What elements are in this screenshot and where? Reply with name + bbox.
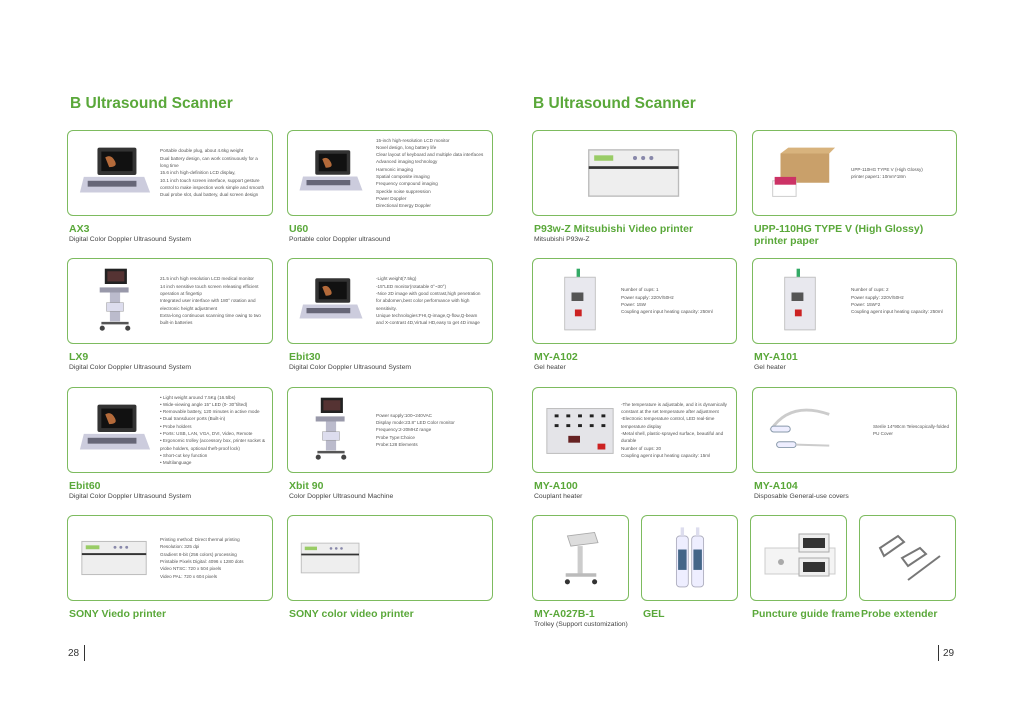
product-specs-text: Portable double plug, about 4.6kg weight… (160, 148, 265, 198)
product-specs: Number of cups: 1 Power supply: 220V/50H… (621, 259, 730, 343)
product-card: • Light weight around 7.5Kg (16.5lbs) • … (67, 387, 273, 473)
product-card: Number of cups: 2 Power supply: 220V/50H… (752, 258, 957, 344)
product-card (532, 130, 737, 216)
product-specs: 15-inch high-resolution LCD monitor Nove… (376, 131, 486, 215)
product-name: Probe extender (861, 608, 938, 620)
product-specs-text: 21.5 inch high resolution LCD medical mo… (160, 276, 261, 326)
product-specs-text: 15-inch high-resolution LCD monitor Nove… (376, 137, 484, 209)
product-specs-text: Printing method: Direct thermal printing… (160, 537, 244, 579)
product-card (750, 515, 847, 601)
product-card: Power supply:100~240VAC Display mode:23.… (287, 387, 493, 473)
product-specs: Power supply:100~240VAC Display mode:23.… (376, 388, 486, 472)
product-card: Printing method: Direct thermal printing… (67, 515, 273, 601)
product-card: Portable double plug, about 4.6kg weight… (67, 130, 273, 216)
probe-extender-icon (868, 524, 948, 592)
right-page-title: B Ultrasound Scanner (533, 95, 696, 112)
product-name: Xbit 90 (289, 480, 324, 492)
product-specs-text: -The temperature is adjustable, and it i… (621, 401, 727, 458)
page-number-left: 28 (68, 648, 80, 659)
product-specs-text: Power supply:100~240VAC Display mode:23.… (376, 412, 455, 447)
product-name: GEL (643, 608, 665, 620)
product-specs: Portable double plug, about 4.6kg weight… (160, 131, 266, 215)
product-specs-text: UPP-110HG TYPE V (High Glossy) printer p… (851, 166, 923, 179)
cart-ultrasound-icon (296, 396, 366, 464)
product-name: SONY color video printer (289, 608, 414, 620)
product-name: SONY Viedo printer (69, 608, 167, 620)
puncture-frame-icon (759, 524, 839, 592)
product-card: UPP-110HG TYPE V (High Glossy) printer p… (752, 130, 957, 216)
product-specs-text: Number of cups: 2 Power supply: 220V/50H… (851, 287, 943, 315)
product-name: Puncture guide frame (752, 608, 860, 620)
product-name: UPP-110HG TYPE V (High Glossy) printer p… (754, 223, 924, 247)
product-name: MY-A100 (534, 480, 578, 492)
gel-bottles-icon (650, 524, 730, 592)
product-specs: -The temperature is adjustable, and it i… (621, 388, 730, 472)
product-card: Sterile 14*90cm Telescopically-folded PU… (752, 387, 957, 473)
product-card: Number of cups: 1 Power supply: 220V/50H… (532, 258, 737, 344)
product-subtitle: Color Doppler Ultrasound Machine (289, 493, 394, 500)
laptop-ultrasound-icon (76, 139, 154, 207)
left-page-title: B Ultrasound Scanner (70, 95, 233, 112)
product-subtitle: Disposable General-use covers (754, 493, 849, 500)
cart-ultrasound-icon (76, 267, 154, 335)
product-specs: UPP-110HG TYPE V (High Glossy) printer p… (851, 131, 950, 215)
product-specs-text: -Light weight(7.5kg) -15"LED monitor(rot… (376, 276, 481, 326)
product-card: -The temperature is adjustable, and it i… (532, 387, 737, 473)
gel-heater-icon (761, 267, 839, 335)
product-name: U60 (289, 223, 309, 235)
product-specs: 21.5 inch high resolution LCD medical mo… (160, 259, 266, 343)
product-card: -Light weight(7.5kg) -15"LED monitor(rot… (287, 258, 493, 344)
page-number-right: 29 (943, 648, 955, 659)
product-specs: Sterile 14*90cm Telescopically-folded PU… (873, 388, 950, 472)
laptop-ultrasound-icon (76, 396, 154, 464)
product-specs: • Light weight around 7.5Kg (16.5lbs) • … (160, 388, 266, 472)
product-card (641, 515, 738, 601)
page-divider-right (938, 645, 939, 661)
product-specs-text: Number of cups: 1 Power supply: 220V/50H… (621, 287, 713, 315)
printer-icon (76, 524, 154, 592)
product-name: MY-A102 (534, 351, 578, 363)
product-specs: Number of cups: 2 Power supply: 220V/50H… (851, 259, 950, 343)
product-subtitle: Digital Color Doppler Ultrasound System (69, 493, 192, 500)
product-subtitle: Mitsubishi P93w-Z (534, 236, 590, 243)
product-subtitle: Trolley (Support customization) (534, 621, 628, 628)
product-subtitle: Couplant heater (534, 493, 583, 500)
product-subtitle: Portable color Doppler ultrasound (289, 236, 391, 243)
product-card: 15-inch high-resolution LCD monitor Nove… (287, 130, 493, 216)
product-specs: -Light weight(7.5kg) -15"LED monitor(rot… (376, 259, 486, 343)
gel-heater-icon (541, 267, 619, 335)
product-name: P93w-Z Mitsubishi Video printer (534, 223, 694, 235)
product-name: Ebit30 (289, 351, 321, 363)
product-name: MY-A101 (754, 351, 798, 363)
product-subtitle: Digital Color Doppler Ultrasound System (69, 364, 192, 371)
product-specs: Printing method: Direct thermal printing… (160, 516, 266, 600)
product-name: MY-A027B-1 (534, 608, 595, 620)
printer-icon (541, 139, 729, 207)
trolley-icon (541, 524, 621, 592)
product-card (859, 515, 956, 601)
page-divider-left (84, 645, 85, 661)
product-card (532, 515, 629, 601)
laptop-ultrasound-icon (296, 267, 366, 335)
product-subtitle: Gel heater (754, 364, 786, 371)
printer-icon (296, 524, 366, 592)
product-specs-text: Sterile 14*90cm Telescopically-folded PU… (873, 423, 950, 436)
paper-box-icon (761, 139, 839, 207)
product-name: LX9 (69, 351, 89, 363)
product-subtitle: Digital Color Doppler Ultrasound System (289, 364, 412, 371)
product-card: 21.5 inch high resolution LCD medical mo… (67, 258, 273, 344)
product-specs-text: • Light weight around 7.5Kg (16.5lbs) • … (160, 394, 266, 466)
product-card (287, 515, 493, 601)
product-name: Ebit60 (69, 480, 101, 492)
probe-cover-icon (761, 396, 839, 464)
couplant-heater-icon (541, 396, 619, 464)
product-subtitle: Digital Color Doppler Ultrasound System (69, 236, 192, 243)
product-name: MY-A104 (754, 480, 798, 492)
product-subtitle: Gel heater (534, 364, 566, 371)
laptop-ultrasound-icon (296, 139, 366, 207)
product-name: AX3 (69, 223, 90, 235)
